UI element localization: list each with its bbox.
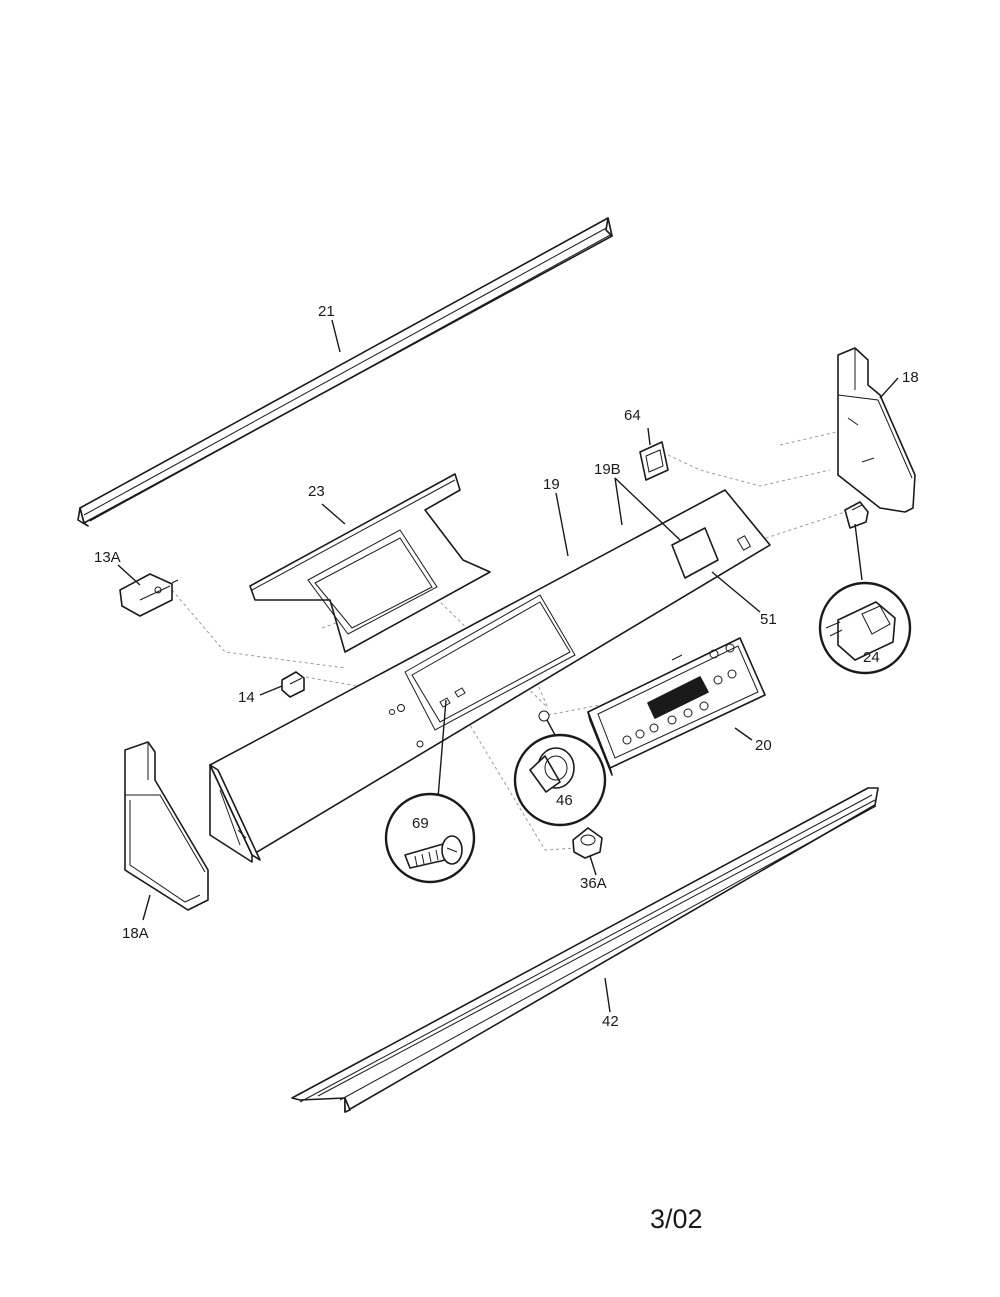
part-18-right-endcap [837,347,916,513]
part-64-pad [639,441,669,481]
label-13a: 13A [94,549,121,566]
part-13a-switch [119,573,179,617]
page-number: 3/02 [650,1204,703,1234]
label-19: 19 [543,476,560,493]
label-69: 69 [412,815,429,832]
label-46: 46 [556,792,573,809]
part-18a-left-endcap [124,741,209,911]
label-23: 23 [308,483,325,500]
label-leaders [117,319,899,1013]
part-36a-knob [572,827,603,859]
label-14: 14 [238,689,255,706]
part-46-knob [513,710,607,827]
part-14-clip [281,671,305,698]
label-18a: 18A [122,925,149,942]
label-19b: 19B [594,461,621,478]
label-42: 42 [602,1013,619,1030]
part-42-bottom-trim [291,787,879,1113]
part-21-top-trim [77,217,613,527]
part-24-switch [818,501,912,675]
label-36a: 36A [580,875,607,892]
label-21: 21 [318,303,335,320]
part-19-control-panel [209,489,771,863]
label-24: 24 [863,649,880,666]
label-20: 20 [755,737,772,754]
label-18: 18 [902,369,919,386]
part-20-electronic-control [587,637,766,776]
callout-labels: 21 18 64 19B 19 23 13A 51 24 14 20 46 69… [94,303,919,1030]
part-69-screw [384,699,476,884]
part-23-frame [249,473,491,653]
label-64: 64 [624,407,641,424]
label-51: 51 [760,611,777,628]
part-51-overlay [671,527,719,579]
